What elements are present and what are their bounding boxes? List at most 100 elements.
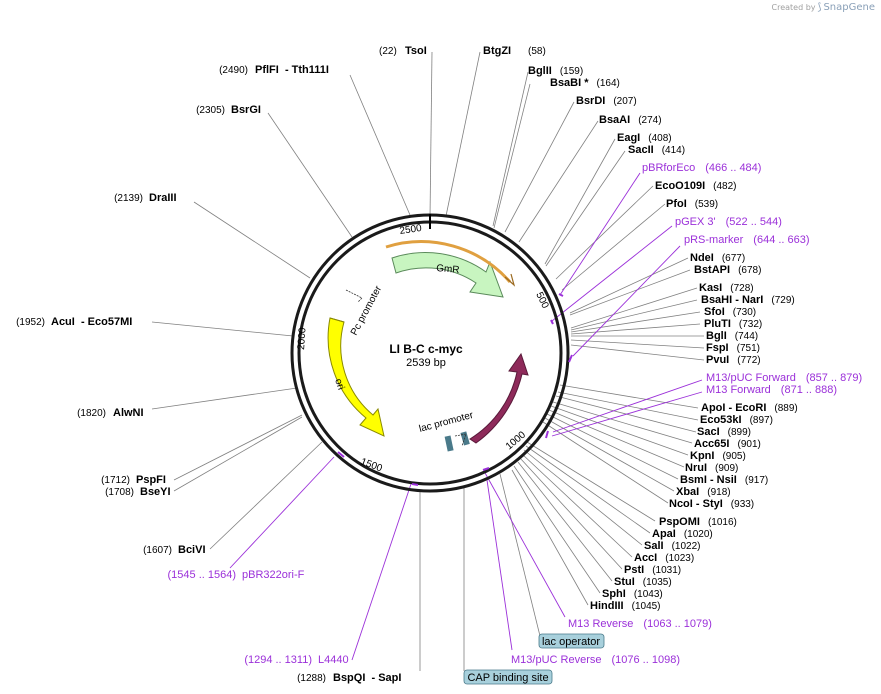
enzyme-pos: (414) [662,145,685,156]
enzyme-pos: (58) [528,46,546,57]
credit-prefix: Created by [771,3,816,12]
primer-name: M13 Forward [706,384,771,396]
enzyme-pos: (1020) [684,529,713,540]
enzyme-name: BciVI [178,544,206,556]
enzyme-name: BspQI - SapI [333,672,401,684]
gmr-orange-arrowhead [504,273,516,287]
enzyme-pos: (22) [379,46,397,57]
enzyme-name: SphI [602,588,626,600]
enzyme-name: SacII [628,144,654,156]
pc-promoter-arrow [345,289,363,303]
enzyme-name: BglII [528,65,552,77]
lac-operator-label: lac operator [542,636,600,648]
enzyme-pos: (732) [739,319,762,330]
enzyme-name: Acc65I [694,438,729,450]
feature-label-lac-promoter: lac promoter [418,410,475,435]
enzyme-name: PfoI [666,198,687,210]
enzyme-pos: (730) [733,307,756,318]
lac-promoter-arrow [454,433,467,447]
enzyme-pos: (1607) [143,545,172,556]
enzyme-pos: (274) [638,115,661,126]
enzyme-pos: (1023) [665,553,694,564]
primer-name: pRS-marker [684,234,744,246]
enzyme-pos: (164) [597,78,620,89]
primer-name: M13 Reverse [568,618,633,630]
primer-name: pGEX 3' [675,216,716,228]
enzyme-pos: (1952) [16,317,45,328]
enzyme-name: NruI [685,462,707,474]
enzyme-name: ApaI [652,528,676,540]
enzyme-pos: (728) [730,283,753,294]
primer-name: M13/pUC Reverse [511,654,601,666]
enzyme-pos: (677) [722,253,745,264]
primer-name: pBR322ori-F [242,569,305,581]
enzyme-pos: (897) [750,415,773,426]
enzyme-name: PluTI [704,318,731,330]
enzyme-name: NdeI [690,252,714,264]
enzyme-pos: (207) [613,96,636,107]
enzyme-name: SfoI [704,306,725,318]
enzyme-pos: (1288) [297,673,326,684]
enzymes-top: (22) TsoI BtgZI (58) [379,45,546,57]
primer-range: (871 .. 888) [781,384,837,396]
enzyme-name: PspFI [136,474,166,486]
enzyme-name: PspOMI [659,516,700,528]
enzyme-pos: (1016) [708,517,737,528]
primer-range: (1294 .. 1311) [244,654,312,666]
primer-range: (1076 .. 1098) [611,654,680,666]
enzyme-name: BsaBI * [550,77,589,89]
enzyme-pos: (1035) [643,577,672,588]
primers: pBRforEco (466 .. 484) pGEX 3' (522 .. 544)… [168,162,863,666]
enzyme-pos: (408) [648,133,671,144]
enzyme-name: AlwNI [113,407,144,419]
snapgene-logo-icon: ⟆ [817,2,822,13]
enzyme-pos: (2139) [114,193,143,204]
enzyme-pos: (909) [715,463,738,474]
enzyme-pos: (2490) [219,65,248,76]
tick-label-1000: 1000 [504,429,528,452]
enzyme-name: ApoI - EcoRI [701,402,766,414]
laczalpha-feature-arrow [469,352,529,444]
primer-name: M13/pUC Forward [706,372,796,384]
enzyme-name: SacI [697,426,720,438]
enzyme-name: XbaI [676,486,699,498]
enzyme-name: DraIII [149,192,177,204]
primer-range: (466 .. 484) [705,162,761,174]
enzyme-name: BstAPI [694,264,730,276]
enzyme-pos: (1820) [77,408,106,419]
enzyme-pos: (1712) [101,475,130,486]
enzyme-name: KpnI [690,450,714,462]
enzyme-name: BtgZI [483,45,511,57]
enzyme-pos: (1031) [652,565,681,576]
enzyme-name: PflFI - Tth111I [255,64,329,76]
primer-leaders [229,172,703,661]
enzyme-name: EagI [617,132,640,144]
enzyme-pos: (729) [771,295,794,306]
enzyme-pos: (1708) [105,487,134,498]
leader-lines [151,51,705,671]
feature-label-gmr: GmR [436,263,460,276]
primer-range: (1545 .. 1564) [168,569,237,581]
cap-site-label-box [463,669,553,685]
gmr-orange-arc [385,240,512,283]
enzyme-name: BsaHI - NarI [701,294,763,306]
enzyme-name: BglI [706,330,727,342]
enzyme-pos: (772) [737,355,760,366]
enzyme-name: BsaAI [599,114,630,126]
ori-end-cap [329,317,345,323]
enzyme-pos: (889) [774,403,797,414]
snapgene-credit: Created by ⟆ SnapGene [772,2,875,13]
enzyme-pos: (901) [737,439,760,450]
enzyme-name: AcuI - Eco57MI [51,316,132,328]
enzymes-left: (2490) PflFI - Tth111I (2305) BsrGI (213… [16,64,401,684]
enzyme-name: BsrGI [231,104,261,116]
primer-range: (857 .. 879) [806,372,862,384]
enzyme-pos: (1045) [632,601,661,612]
enzyme-name: PvuI [706,354,729,366]
primer-range: (522 .. 544) [726,216,782,228]
enzyme-pos: (751) [737,343,760,354]
enzyme-pos: (1043) [634,589,663,600]
enzyme-pos: (899) [728,427,751,438]
primer-name: pBRforEco [642,162,695,174]
enzyme-name: Eco53kI [700,414,742,426]
